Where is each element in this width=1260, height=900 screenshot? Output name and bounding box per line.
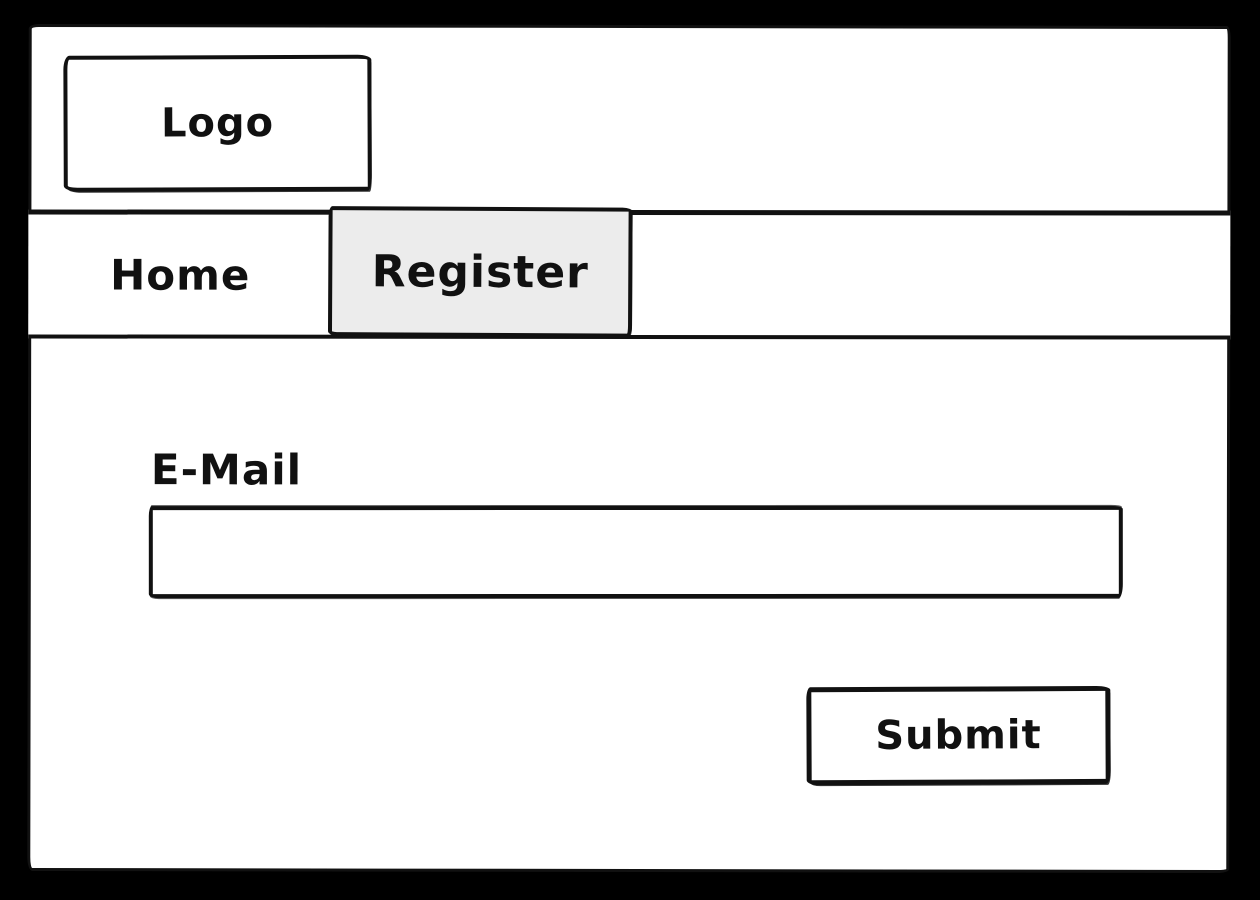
nav-home-label: Home	[110, 250, 251, 300]
logo-label: Logo	[160, 100, 275, 147]
nav-register-label: Register	[371, 245, 589, 298]
email-input[interactable]	[148, 505, 1123, 599]
header: Logo	[32, 27, 1228, 192]
email-label: E-Mail	[150, 445, 303, 495]
logo[interactable]: Logo	[63, 54, 372, 192]
register-form: E-Mail Submit	[30, 333, 1227, 870]
wireframe-page: Logo Home Register E-Mail Submit	[27, 23, 1231, 874]
submit-label: Submit	[875, 712, 1042, 759]
nav-item-home[interactable]: Home	[90, 215, 270, 335]
submit-button[interactable]: Submit	[806, 685, 1111, 786]
nav-item-register[interactable]: Register	[327, 206, 633, 338]
nav-bar: Home Register	[28, 206, 1231, 340]
